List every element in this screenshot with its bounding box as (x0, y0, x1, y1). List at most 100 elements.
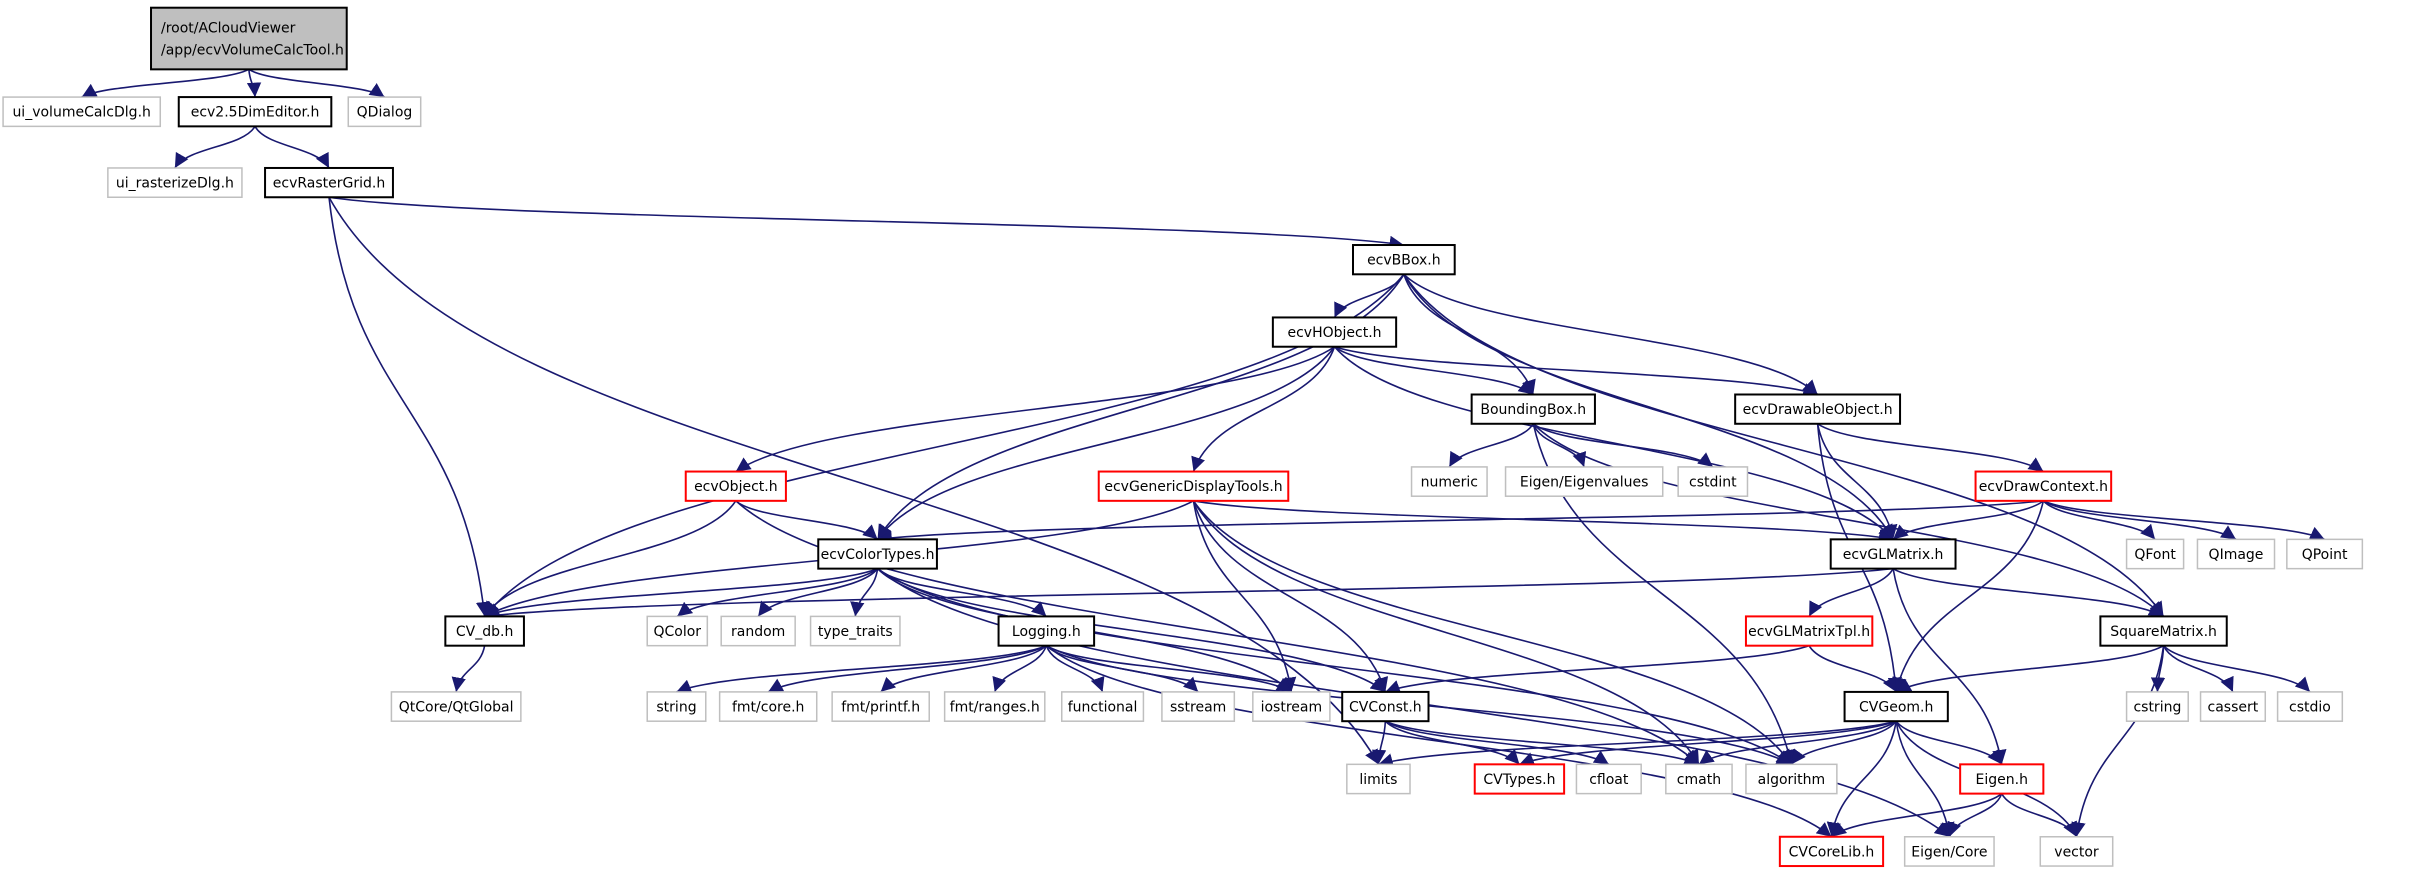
node-corelib[interactable]: CVCoreLib.h (1778, 835, 1885, 868)
node-box (2, 96, 162, 128)
node-eigval: Eigen/Eigenvalues (1504, 466, 1664, 497)
node-box (1665, 763, 1733, 795)
node-box (2099, 615, 2228, 647)
node-box (264, 166, 394, 199)
node-string: string (646, 691, 707, 722)
node-bbox[interactable]: ecvBBox.h (1351, 244, 1456, 276)
edge-raster-to-bbox (328, 196, 1404, 251)
nodes-layer: /root/ACloudViewer/app/ecvVolumeCalcTool… (2, 6, 2364, 868)
node-raster[interactable]: ecvRasterGrid.h (264, 166, 394, 199)
node-label: ecvGLMatrixTpl.h (1748, 624, 1870, 640)
node-cvdb[interactable]: CV_db.h (444, 615, 525, 647)
node-box (1252, 691, 1331, 722)
edge-cvgeom-to-corelib (1826, 721, 1897, 837)
edge-sq-to-cassert (2162, 645, 2234, 693)
node-color[interactable]: ecvColorTypes.h (817, 538, 938, 570)
edge-hobj-to-glm (1333, 346, 1894, 540)
edge-glm-to-sq (1892, 567, 2164, 618)
node-box (831, 691, 930, 722)
node-cstring: cstring (2125, 691, 2189, 722)
node-box (1575, 763, 1642, 795)
node-label: ecvObject.h (694, 479, 778, 495)
edge-sq-to-cvgeom (1895, 644, 2164, 693)
node-box (2039, 836, 2114, 867)
node-gdt[interactable]: ecvGenericDisplayTools.h (1097, 470, 1290, 502)
edge-logging-to-functional (1045, 645, 1105, 693)
node-sq[interactable]: SquareMatrix.h (2099, 615, 2228, 647)
node-cvtypes[interactable]: CVTypes.h (1473, 763, 1566, 795)
edge-bbox-to-hobj (1333, 273, 1405, 318)
node-drawable[interactable]: ecvDrawableObject.h (1734, 393, 1902, 425)
node-box (1097, 470, 1290, 502)
node-uivol: ui_volumeCalcDlg.h (2, 96, 162, 128)
node-label: ecvDrawableObject.h (1743, 402, 1893, 418)
node-label: QImage (2209, 547, 2264, 563)
node-box (1744, 615, 1874, 647)
node-label: ecvDrawContext.h (1979, 479, 2108, 495)
node-qcolor: QColor (646, 615, 709, 647)
node-cassert: cassert (2199, 691, 2267, 722)
node-label: ecvGLMatrix.h (1843, 547, 1944, 563)
edge-raster-to-limits (328, 196, 1380, 765)
node-label: ui_volumeCalcDlg.h (12, 105, 150, 121)
node-box (1903, 836, 1995, 867)
edge-bbox-to-drawable (1403, 273, 1819, 396)
node-cstdint: cstdint (1677, 466, 1749, 497)
node-label: ecvBBox.h (1367, 253, 1441, 269)
node-glmtpl[interactable]: ecvGLMatrixTpl.h (1744, 615, 1874, 647)
node-qimage: QImage (2196, 538, 2276, 570)
edge-dc-to-cvgeom (1892, 500, 2045, 693)
node-label: string (656, 700, 696, 716)
node-box (1351, 244, 1456, 276)
edge-glmtpl-to-cvgeom (1808, 645, 1897, 693)
edge-logging-to-iostream (1045, 645, 1292, 693)
node-label: Eigen/Eigenvalues (1520, 475, 1648, 491)
node-label: QtCore/QtGlobal (399, 700, 514, 716)
node-label: Logging.h (1012, 624, 1081, 640)
node-box (1959, 763, 2045, 795)
node-obj[interactable]: ecvObject.h (684, 470, 787, 502)
node-label: algorithm (1758, 772, 1826, 788)
edge-bb-to-numeric (1448, 423, 1534, 468)
node-eigcore: Eigen/Core (1903, 836, 1995, 867)
node-box (943, 691, 1046, 722)
edge-dc-to-color (877, 500, 2044, 545)
node-box (1060, 691, 1145, 722)
node-label: cassert (2208, 700, 2259, 716)
node-box (177, 96, 333, 128)
node-box (1829, 538, 1957, 570)
node-cstdio: cstdio (2276, 691, 2344, 722)
edge-bbox-to-glm (1403, 273, 1894, 540)
edge-sq-to-cstdio (2162, 645, 2311, 693)
node-box (1341, 690, 1430, 723)
node-label: QFont (2134, 547, 2176, 563)
node-root[interactable]: /root/ACloudViewer/app/ecvVolumeCalcTool… (150, 6, 348, 71)
node-dim[interactable]: ecv2.5DimEditor.h (177, 96, 333, 128)
node-cvgeom[interactable]: CVGeom.h (1843, 690, 1949, 723)
node-logging[interactable]: Logging.h (997, 615, 1096, 647)
edge-bb-to-eigval (1532, 423, 1587, 468)
edge-dim-to-uiras (174, 125, 256, 169)
node-cvconst[interactable]: CVConst.h (1341, 690, 1430, 723)
node-label: CVCoreLib.h (1789, 844, 1875, 860)
edge-logging-to-corelib (1045, 645, 1832, 838)
node-label: limits (1359, 772, 1397, 788)
edge-gdt-to-glm (1193, 500, 1894, 544)
node-label: BoundingBox.h (1480, 402, 1586, 418)
node-fmtranges: fmt/ranges.h (943, 691, 1046, 722)
node-box (2199, 691, 2267, 722)
node-box (718, 691, 818, 722)
edge-color-to-tt (850, 568, 879, 617)
node-label: ecvHObject.h (1287, 325, 1381, 341)
node-hobj[interactable]: ecvHObject.h (1271, 316, 1398, 348)
node-glm[interactable]: ecvGLMatrix.h (1829, 538, 1957, 570)
edge-obj-to-color (735, 500, 879, 540)
edge-color-to-random (757, 568, 879, 617)
node-dc[interactable]: ecvDrawContext.h (1974, 470, 2113, 502)
node-bb[interactable]: BoundingBox.h (1470, 393, 1596, 425)
edge-cvgeom-to-limits (1378, 720, 1897, 768)
node-uiras: ui_rasterizeDlg.h (107, 167, 243, 198)
node-eigenh[interactable]: Eigen.h (1959, 763, 2045, 795)
node-qdialog: QDialog (347, 96, 422, 128)
node-label: /app/ecvVolumeCalcTool.h (161, 43, 344, 59)
